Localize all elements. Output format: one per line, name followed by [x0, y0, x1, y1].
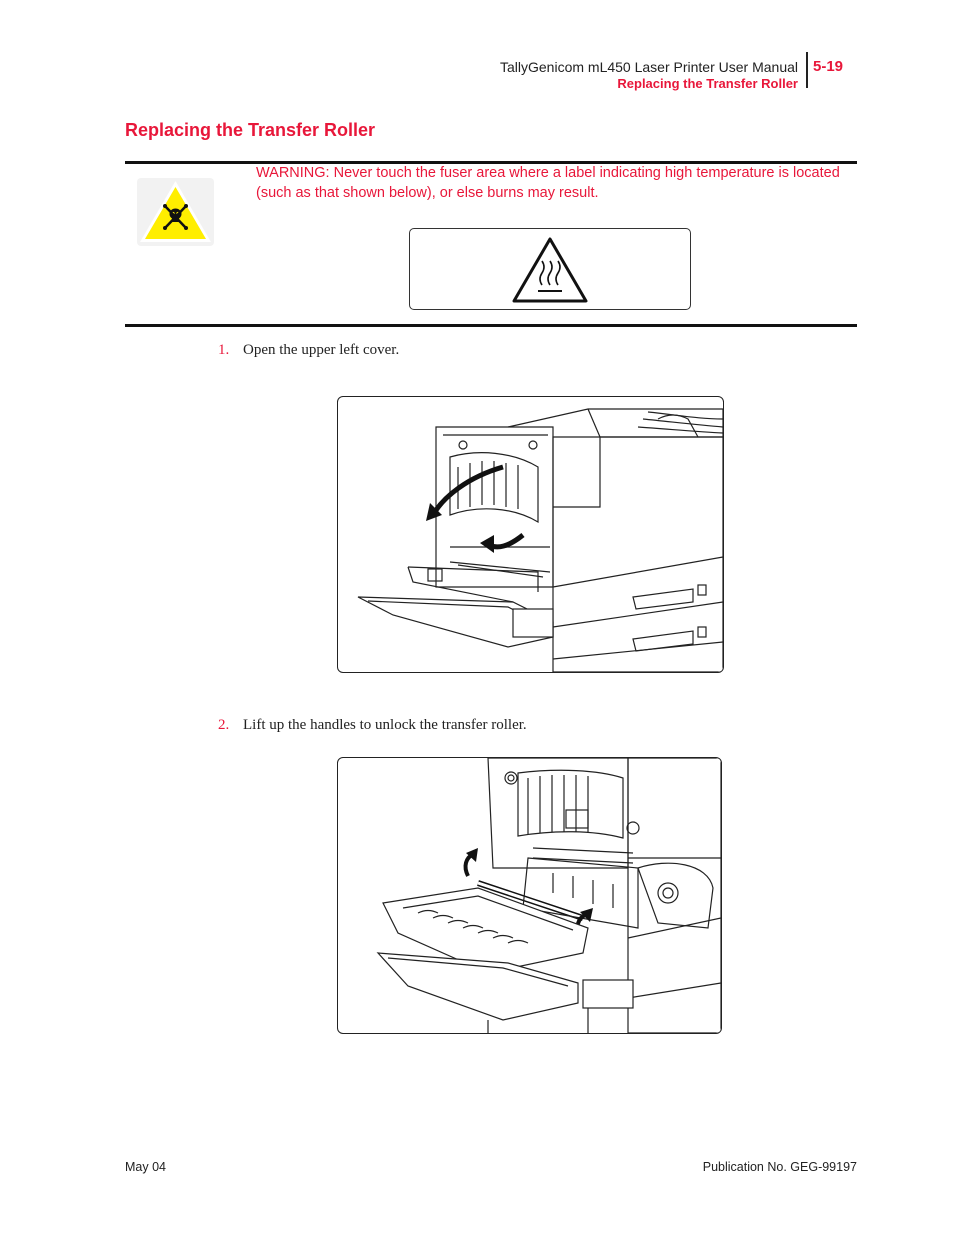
- manual-title: TallyGenicom mL450 Laser Printer User Ma…: [499, 59, 798, 75]
- heat-warning-label: [409, 228, 691, 310]
- step-number: 2.: [218, 717, 230, 733]
- warning-bottom-rule: [125, 324, 857, 327]
- step-text: Open the upper left cover.: [243, 342, 400, 358]
- warning-text: WARNING: Never touch the fuser area wher…: [256, 165, 840, 201]
- step-text: Lift up the handles to unlock the transf…: [243, 717, 527, 733]
- figure-open-upper-left-cover: [337, 396, 724, 673]
- header-section-name: Replacing the Transfer Roller: [617, 76, 798, 91]
- hot-surface-icon: [512, 237, 588, 303]
- footer-date: May 04: [125, 1160, 166, 1174]
- skull-crossbones-warning-icon: [137, 178, 214, 246]
- header-divider: [806, 52, 808, 88]
- step-number: 1.: [218, 342, 230, 358]
- figure-lift-transfer-roller-handles: [337, 757, 722, 1034]
- footer-publication: Publication No. GEG-99197: [702, 1160, 857, 1174]
- page-number: 5-19: [813, 58, 844, 75]
- section-title: Replacing the Transfer Roller: [125, 120, 376, 140]
- warning-top-rule: [125, 161, 857, 164]
